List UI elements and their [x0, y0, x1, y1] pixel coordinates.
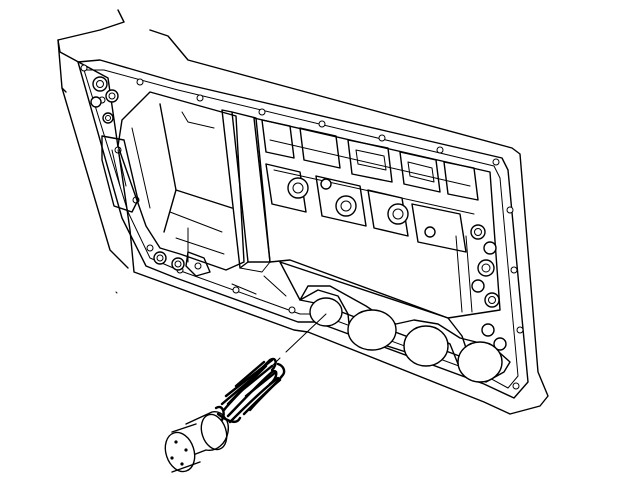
- accumulator-piston: [164, 411, 229, 473]
- left-cavity: [90, 76, 245, 277]
- valve-body-recess: [253, 117, 507, 351]
- center-rib: [221, 109, 271, 295]
- transmission-case-housing: [57, 9, 549, 415]
- flange-bolt-holes: [80, 64, 524, 390]
- stray-mark: [115, 291, 118, 294]
- accumulator-spring: [214, 357, 286, 424]
- valve-bore-gasket-cutouts: [299, 285, 511, 383]
